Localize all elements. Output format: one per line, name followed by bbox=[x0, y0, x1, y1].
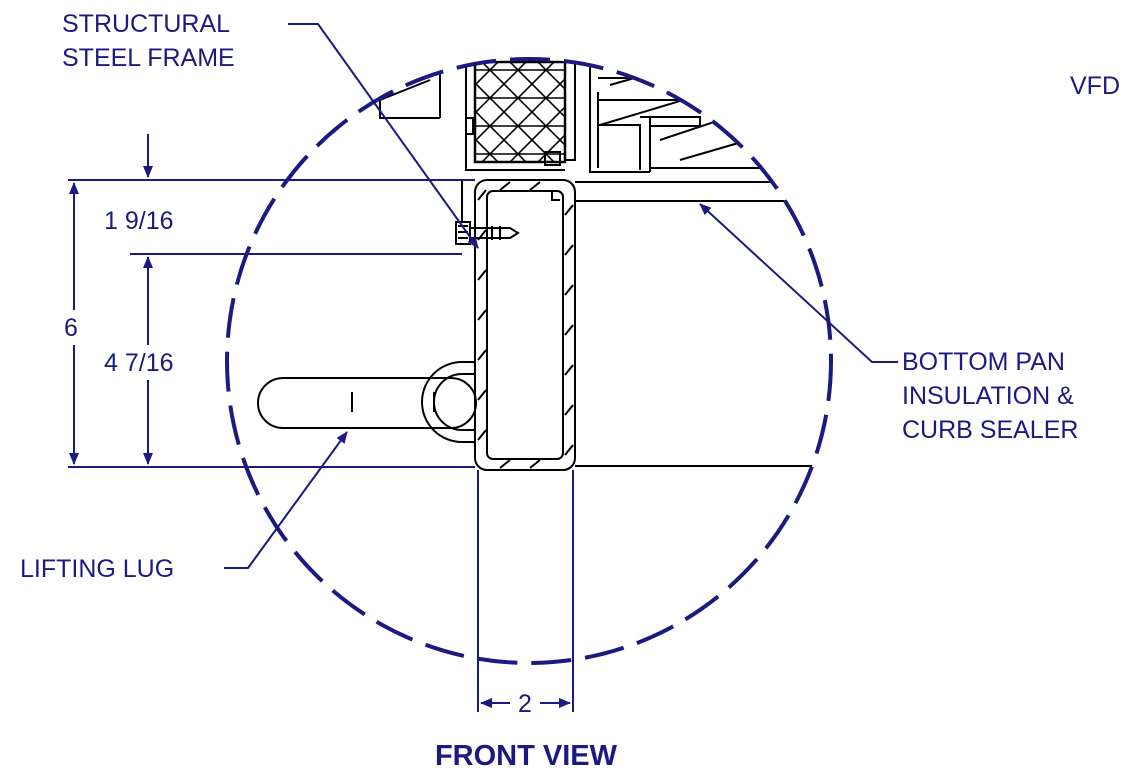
dim-top-offset: 1 9/16 bbox=[104, 207, 174, 235]
bolt bbox=[455, 180, 520, 245]
view-title: FRONT VIEW bbox=[435, 740, 618, 772]
bottom-pan-label-2: INSULATION & bbox=[902, 382, 1074, 410]
detail-circle bbox=[225, 57, 833, 665]
lifting-lug-label: LIFTING LUG bbox=[20, 555, 174, 583]
lifting-lug-bar bbox=[257, 377, 477, 429]
dimension-lines bbox=[68, 134, 574, 712]
bottom-pan-label-1: BOTTOM PAN bbox=[902, 348, 1065, 376]
insulation-block bbox=[473, 60, 567, 164]
dim-lower-height: 4 7/16 bbox=[104, 349, 174, 377]
dim-width: 2 bbox=[518, 690, 532, 718]
bottom-pan-label-3: CURB SEALER bbox=[902, 416, 1078, 444]
structural-frame-label-1: STRUCTURAL bbox=[62, 10, 230, 38]
structural-frame-label-2: STEEL FRAME bbox=[62, 44, 235, 72]
dim-total-height: 6 bbox=[64, 314, 78, 342]
leader-lines bbox=[224, 23, 898, 569]
vfd-label: VFD bbox=[1070, 72, 1120, 100]
lifting-lug-eye bbox=[421, 361, 475, 443]
structural-steel-tube bbox=[474, 179, 576, 471]
detail-geometry bbox=[379, 60, 830, 471]
